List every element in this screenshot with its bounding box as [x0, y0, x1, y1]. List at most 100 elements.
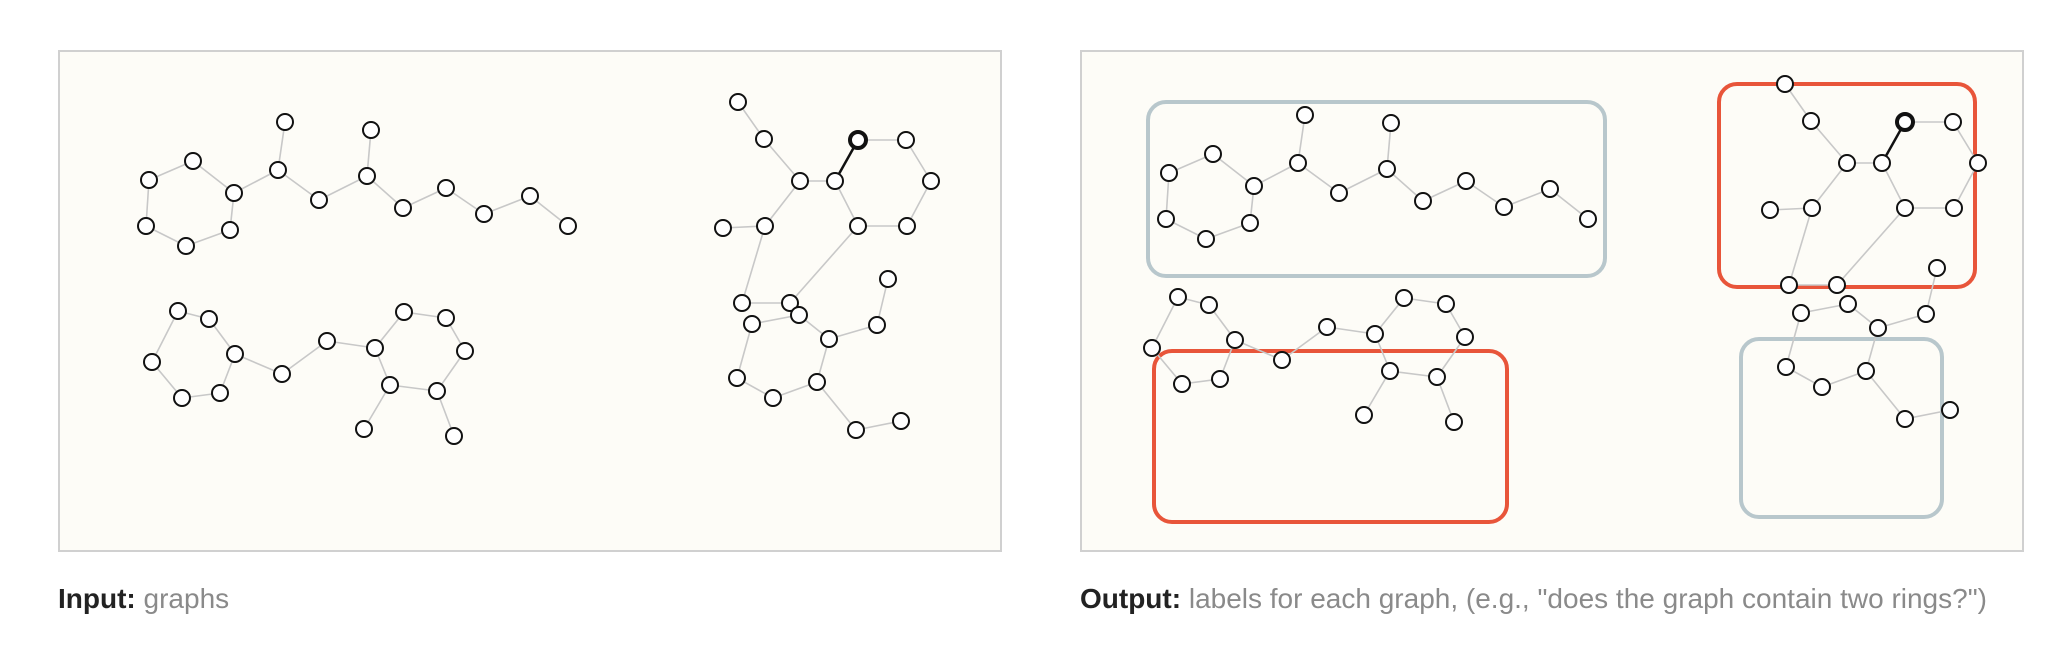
graph-node [826, 172, 844, 190]
graph-edge [1151, 296, 1179, 349]
graph-node [1839, 295, 1857, 313]
output-graphs-canvas [1143, 75, 1987, 524]
graph-node [1245, 177, 1263, 195]
graph-node [1777, 358, 1795, 376]
graph-node [1896, 410, 1914, 428]
graph-node [358, 167, 376, 185]
graph-node [1944, 113, 1962, 131]
graph-node [1366, 325, 1384, 343]
graph-node [820, 330, 838, 348]
graph-edge [763, 138, 801, 182]
graph-node [1802, 112, 1820, 130]
graph-node [897, 131, 915, 149]
graph-node [1296, 106, 1314, 124]
graph-edge [789, 225, 859, 304]
graph-node [1896, 199, 1914, 217]
input-panel [58, 50, 1002, 552]
graph-node [1395, 289, 1413, 307]
graph-node [475, 205, 493, 223]
graph-node [1437, 295, 1455, 313]
graph-node [1241, 214, 1259, 232]
graph-node [1382, 114, 1400, 132]
graph-node [428, 382, 446, 400]
output-caption-text: labels for each graph, (e.g., "does the … [1188, 583, 1987, 614]
graph-node [169, 302, 187, 320]
graph-node [200, 310, 218, 328]
graph-node [1173, 375, 1191, 393]
graph-node [1330, 184, 1348, 202]
graph-edge [1788, 207, 1813, 286]
graph-node [211, 384, 229, 402]
graph-node [362, 121, 380, 139]
graph-node [355, 420, 373, 438]
graph-node [1541, 180, 1559, 198]
graph-edge [1865, 370, 1906, 420]
graph-node [1318, 318, 1336, 336]
graph-node [394, 199, 412, 217]
graph-node [437, 179, 455, 197]
label-box-negative [1146, 100, 1607, 278]
label-box-positive [1717, 82, 1977, 289]
graph-edge [1811, 162, 1848, 209]
graph-node [728, 369, 746, 387]
graph-node [184, 152, 202, 170]
graph-node [559, 217, 577, 235]
input-graphs-canvas [137, 93, 940, 445]
graph-node [743, 315, 761, 333]
graph-node [756, 217, 774, 235]
output-panel [1080, 50, 2024, 552]
graph-node [1197, 230, 1215, 248]
graph-node [521, 187, 539, 205]
graph-edge [736, 323, 753, 379]
graph-node [892, 412, 910, 430]
graph-node [143, 353, 161, 371]
graph-node [1792, 304, 1810, 322]
graph-node [445, 427, 463, 445]
graph-node [733, 294, 751, 312]
graph-node [1289, 154, 1307, 172]
graph-node [1428, 368, 1446, 386]
graph-edge [151, 310, 179, 363]
graph-node [1495, 198, 1513, 216]
graph-node [225, 184, 243, 202]
input-graph-3 [143, 302, 474, 445]
graph-node [808, 373, 826, 391]
graph-node [1780, 276, 1798, 294]
graph-node [1945, 199, 1963, 217]
output-graph-3 [1143, 288, 1474, 431]
graph-node [868, 316, 886, 334]
graph-node [1355, 406, 1373, 424]
graph-node [173, 389, 191, 407]
graph-node [1917, 305, 1935, 323]
graph-node [1456, 328, 1474, 346]
graph-edge [741, 225, 766, 304]
label-box-positive [1152, 349, 1509, 524]
input-caption: Input: graphs [58, 582, 229, 616]
graph-node [140, 171, 158, 189]
label-box-negative [1739, 337, 1944, 519]
output-graph-1 [1157, 106, 1597, 248]
graph-node [1941, 401, 1959, 419]
input-caption-label: Input: [58, 583, 136, 614]
highlighted-node [1895, 112, 1915, 132]
graph-edge [1281, 326, 1328, 361]
graph-node [273, 365, 291, 383]
graph-node [395, 303, 413, 321]
input-graph-4 [728, 270, 910, 439]
graph-edge [816, 381, 857, 431]
graph-node [1761, 201, 1779, 219]
output-caption-label: Output: [1080, 583, 1182, 614]
graph-edge [764, 180, 801, 227]
graph-node [366, 339, 384, 357]
graph-node [791, 172, 809, 190]
graph-node [269, 161, 287, 179]
graph-node [1226, 331, 1244, 349]
graph-node [1579, 210, 1597, 228]
graph-node [847, 421, 865, 439]
graph-node [381, 376, 399, 394]
input-caption-text: graphs [143, 583, 230, 614]
graph-edge [1785, 312, 1802, 368]
graph-node [755, 130, 773, 148]
graph-node [310, 191, 328, 209]
graph-node [922, 172, 940, 190]
